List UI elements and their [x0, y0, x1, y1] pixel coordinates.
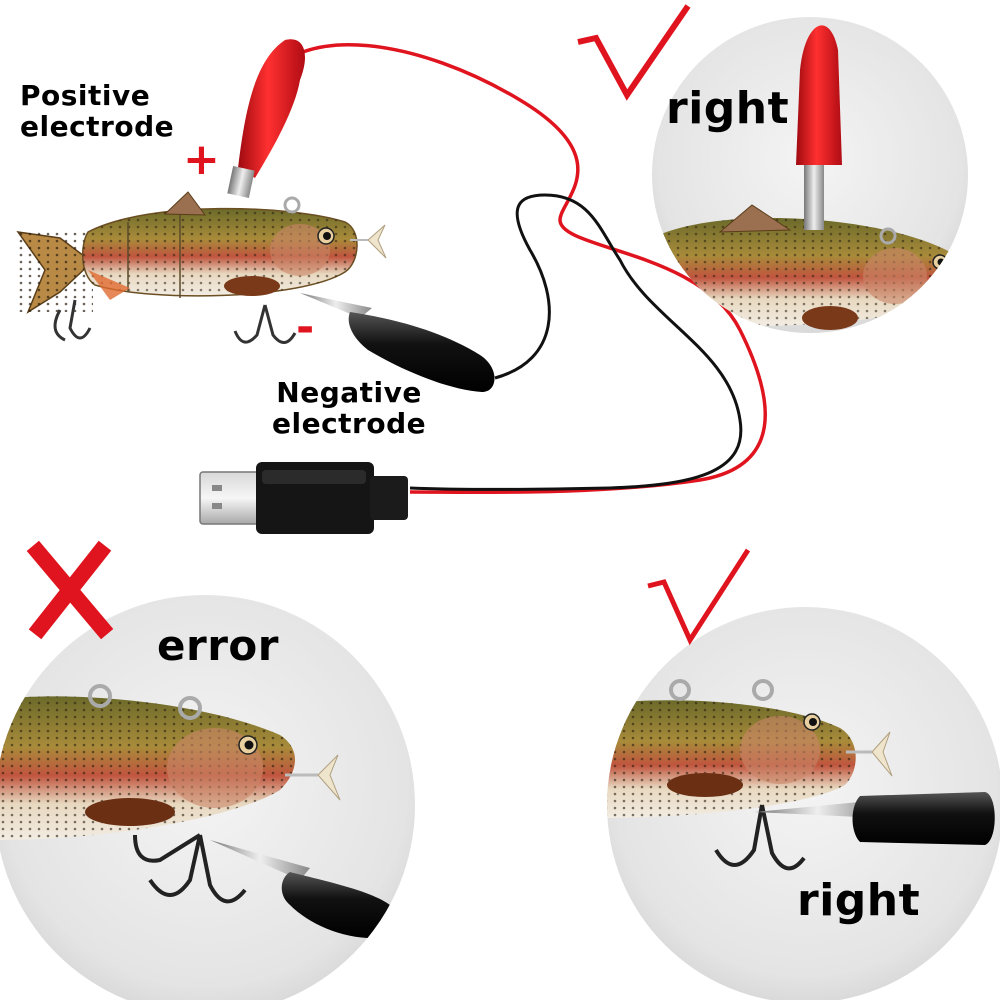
bottom-left-status-label: error	[157, 621, 279, 670]
top-right-status-label: right	[666, 83, 790, 134]
positive-electrode-label: Positive electrode	[20, 79, 175, 144]
negative-electrode-label: Negative electrode	[272, 376, 427, 441]
check-mark-icon	[577, 4, 691, 101]
cross-mark-icon	[26, 540, 114, 640]
check-mark-icon	[647, 548, 751, 646]
incorrect-negative-connection-view	[0, 595, 415, 1000]
bottom-right-status-label: right	[797, 875, 921, 926]
minus-sign: -	[296, 302, 315, 353]
plus-sign: +	[183, 134, 220, 185]
wired-lure-scene	[16, 39, 767, 534]
correct-negative-connection-view	[607, 607, 1000, 1000]
correct-positive-connection-view	[652, 17, 968, 333]
